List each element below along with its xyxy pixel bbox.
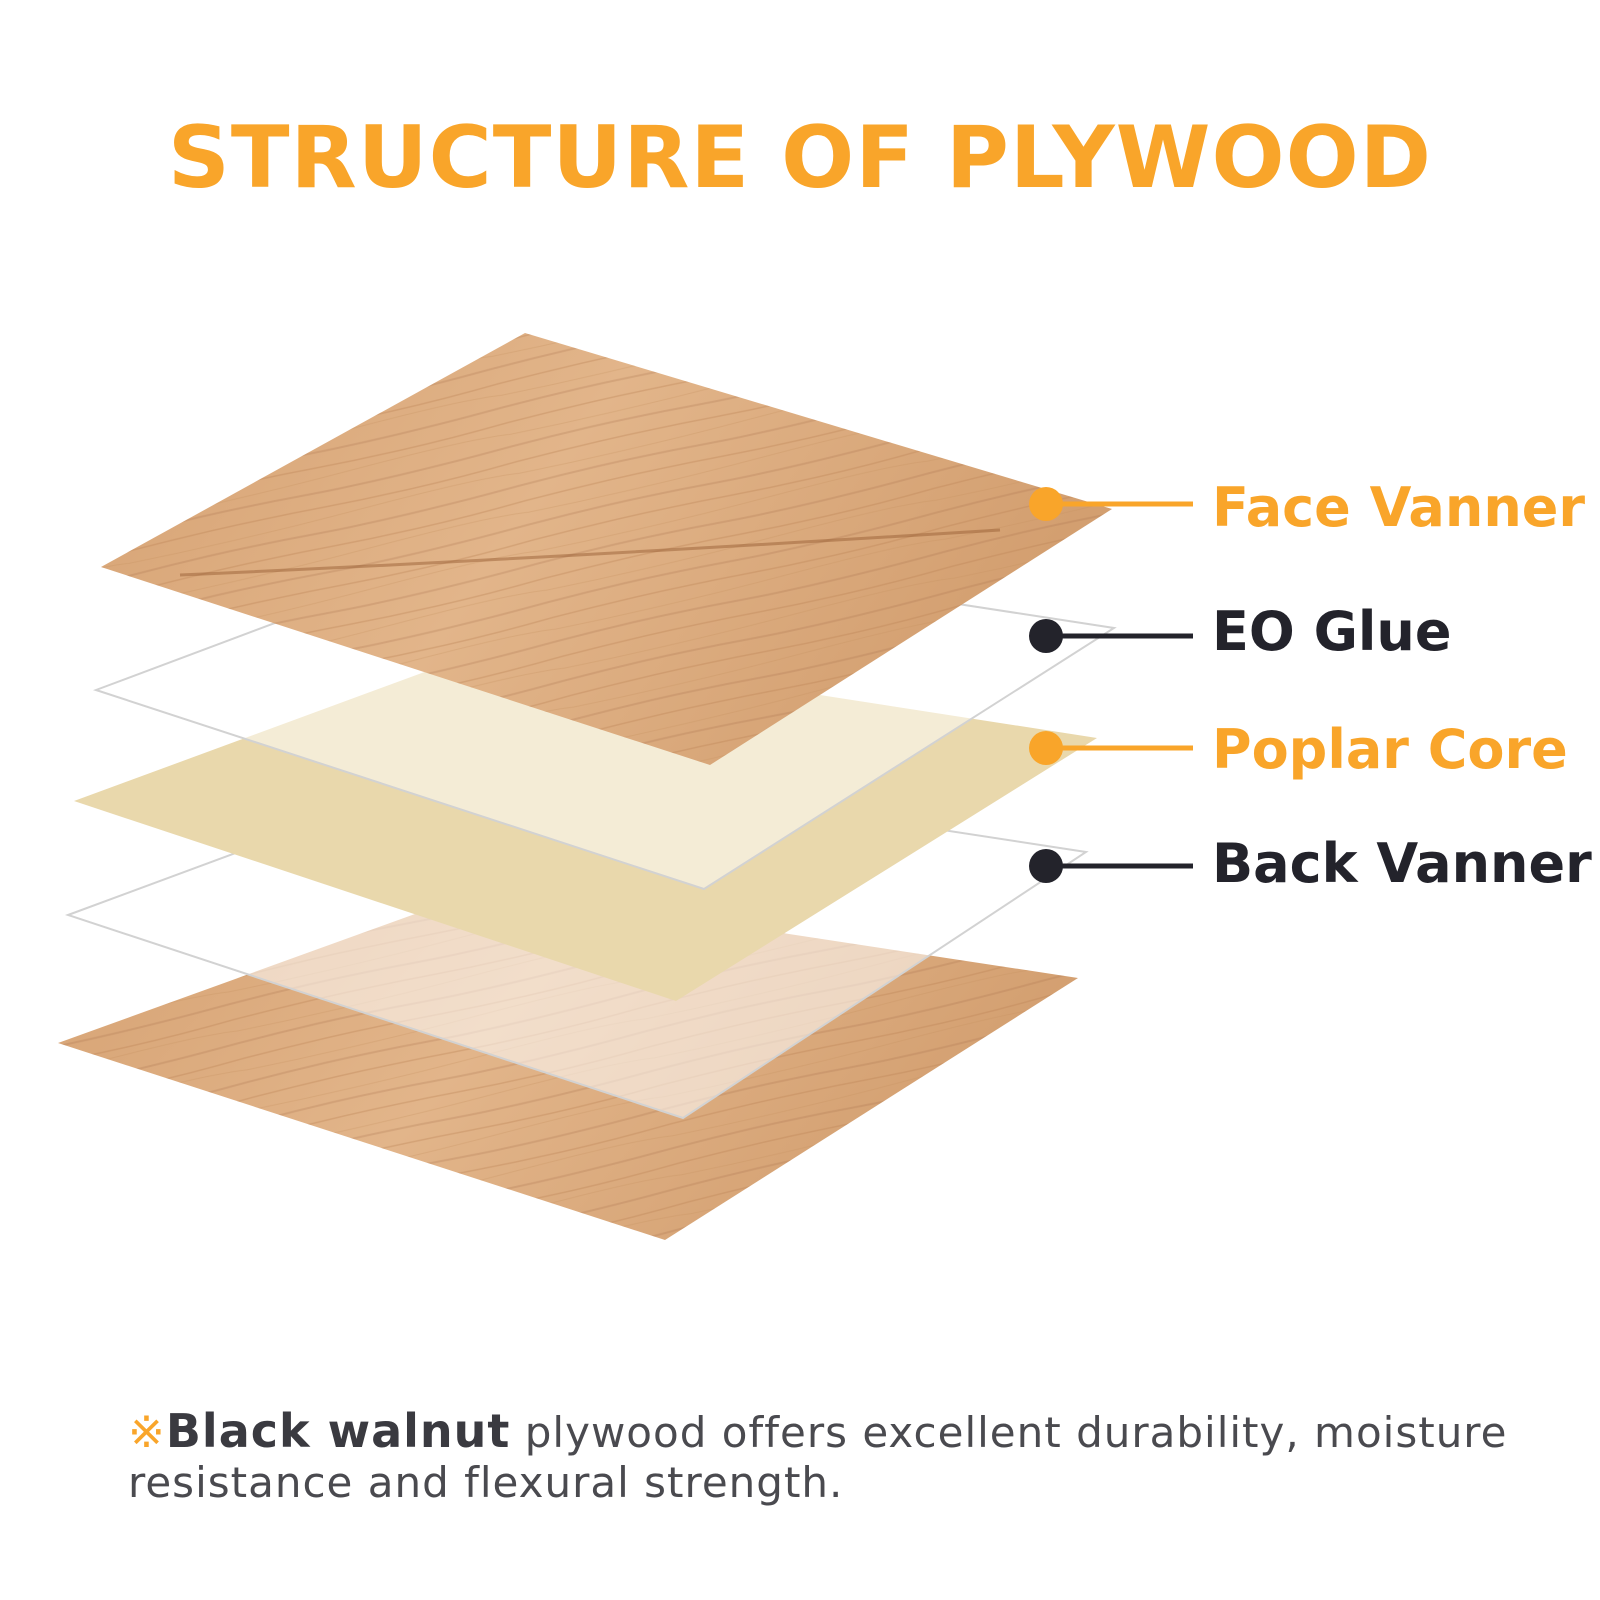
footnote-emphasis: Black walnut [165, 1404, 511, 1458]
callout-poplar-core [1029, 731, 1193, 765]
footnote-text: plywood offers excellent durability, moi… [128, 1408, 1508, 1507]
label-back-vanner: Back Vanner [1212, 832, 1592, 895]
footnote: ※Black walnut plywood offers excellent d… [128, 1406, 1528, 1508]
label-eo-glue: EO Glue [1212, 600, 1452, 663]
callout-face-vanner [1029, 487, 1193, 521]
face-veneer-sheet [101, 333, 1112, 765]
page-title: STRUCTURE OF PLYWOOD [167, 108, 1433, 208]
label-face-vanner: Face Vanner [1212, 476, 1586, 539]
callout-back-vanner [1029, 849, 1193, 883]
callout-eo-glue [1029, 619, 1193, 653]
label-poplar-core: Poplar Core [1212, 718, 1568, 781]
reference-mark-icon: ※ [128, 1407, 166, 1458]
